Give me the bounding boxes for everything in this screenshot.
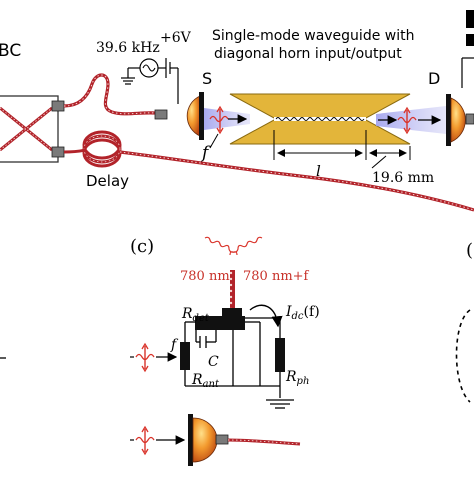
f-pointer: [209, 133, 219, 149]
rf-source: [121, 58, 179, 104]
length-dimension: [273, 130, 411, 169]
r-ph-label: Rph: [285, 369, 309, 387]
waveguide-title-line2: diagonal horn input/output: [214, 46, 402, 62]
cropped-label-block-2: [466, 34, 474, 46]
voltage-label: +6V: [160, 30, 192, 46]
r-ant-label: Rant: [191, 372, 220, 390]
fiber-long: [119, 150, 474, 212]
detector: [446, 57, 474, 146]
horn-size-label: 19.6 mm: [372, 170, 434, 186]
output-beam: [376, 106, 446, 134]
panel-c-label: (c): [130, 236, 154, 257]
f-label-circuit: f: [170, 337, 179, 353]
r-det-label: Rdet: [181, 306, 210, 324]
waveguide-title-line1: Single-mode waveguide with: [212, 28, 414, 44]
output-wave-packet: [378, 106, 442, 135]
waveguide: [229, 93, 411, 145]
bc-label: BC: [0, 41, 21, 61]
right-dashed-arc: [455, 309, 471, 403]
i-dc-label: Idc(f): [285, 304, 320, 322]
input-beam: [204, 108, 250, 130]
fiber-loop-upper: [63, 73, 156, 116]
source-emitter: [154, 92, 204, 140]
wavelength-left-label: 780 nm: [180, 269, 230, 284]
panel-d-label: (: [466, 240, 473, 261]
frequency-label: 39.6 kHz: [96, 40, 160, 56]
circuit-fiber: [230, 270, 235, 310]
capacitor-label: C: [208, 354, 219, 370]
f-label-top: f: [200, 143, 211, 163]
circuit-input-packet: [130, 342, 178, 373]
incident-waves: [204, 236, 263, 256]
fiber-delay-coil: [63, 130, 122, 168]
input-wave-packet: [209, 105, 248, 135]
wavelength-right-label: 780 nm+f: [243, 269, 310, 284]
circuit: [180, 304, 294, 409]
length-label: l: [316, 162, 321, 180]
detector-label: D: [428, 69, 440, 88]
delay-label: Delay: [86, 172, 129, 190]
beam-combiner: [0, 95, 65, 163]
source-label: S: [202, 69, 212, 88]
cropped-label-block-1: [466, 10, 474, 28]
bottom-emitter-assembly: [130, 414, 301, 466]
